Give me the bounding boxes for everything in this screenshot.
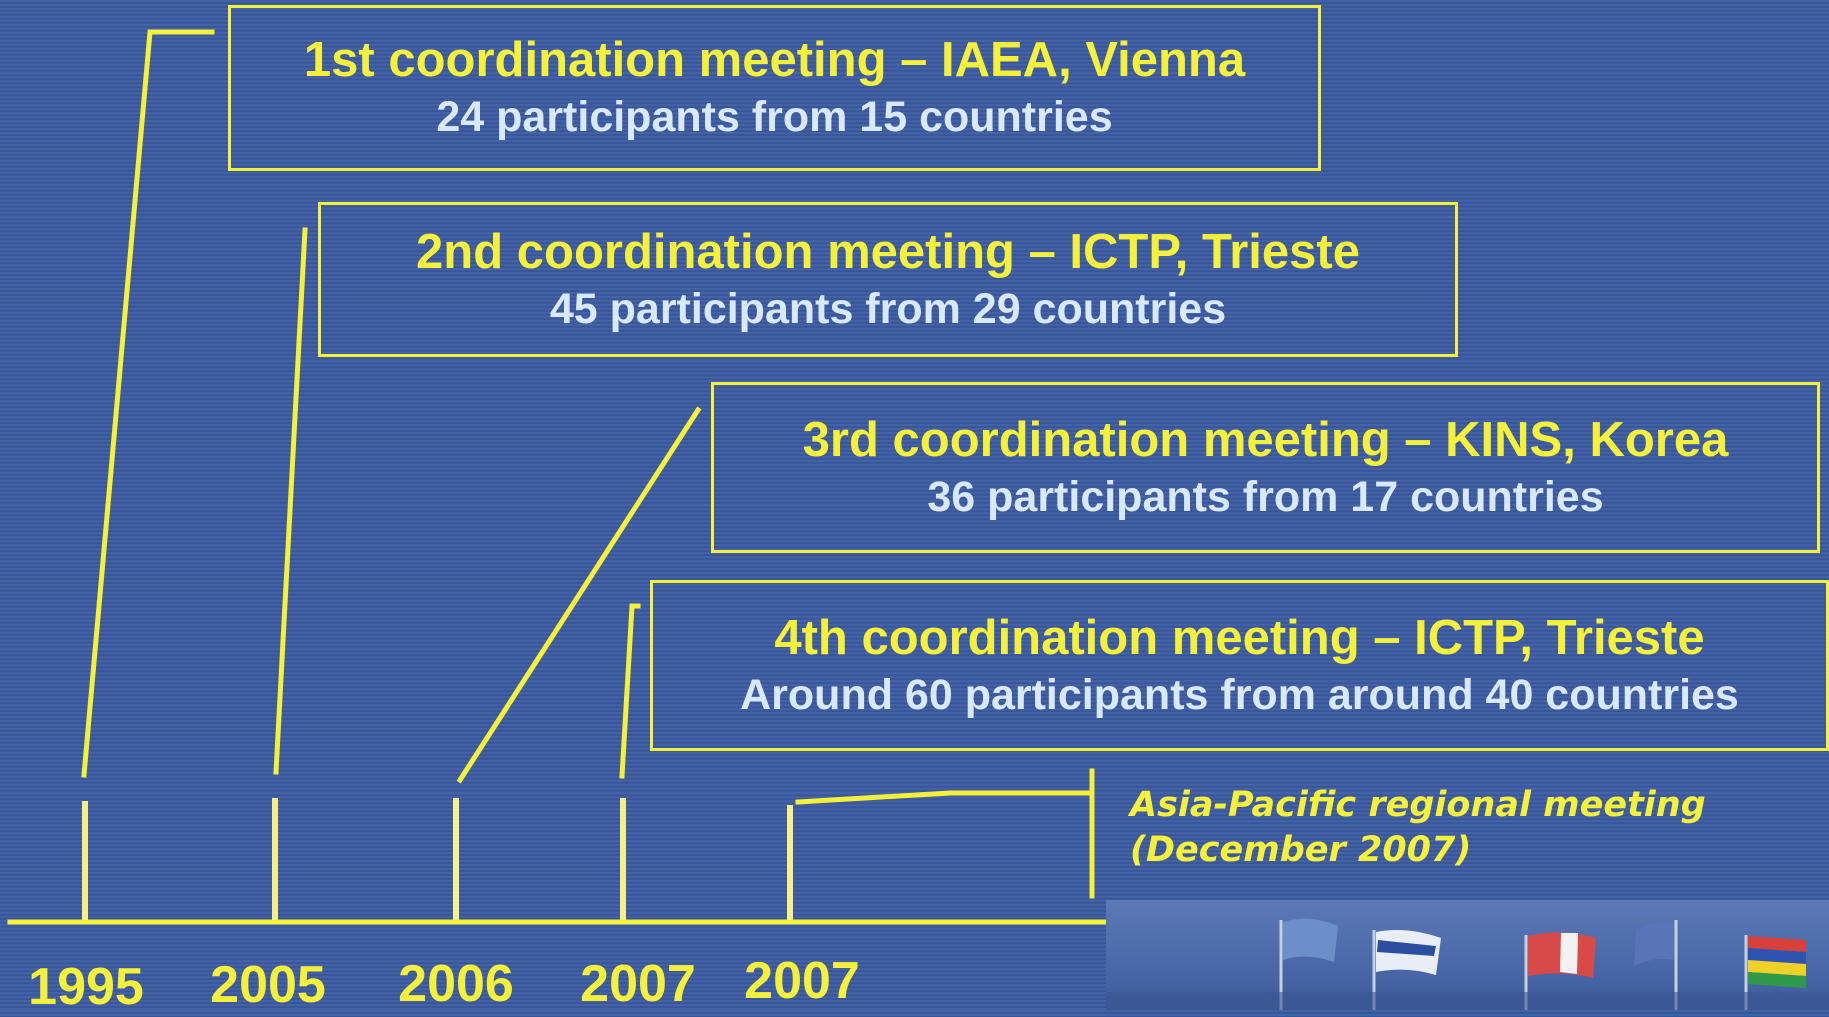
year-label-2007-a: 2007 — [580, 955, 696, 1013]
meeting-box-4: 4th coordination meeting – ICTP, Trieste… — [650, 580, 1829, 751]
regional-meeting-date: (December 2007) — [1130, 830, 1472, 870]
meeting-detail: 45 participants from 29 countries — [549, 284, 1227, 333]
connector-1995 — [81, 29, 215, 778]
meeting-box-2: 2nd coordination meeting – ICTP, Trieste… — [318, 202, 1458, 357]
meeting-detail: 24 participants from 15 countries — [436, 93, 1113, 141]
flag — [1748, 936, 1806, 952]
regional-meeting-note: Asia-Pacific regional meeting (December … — [1130, 783, 1706, 873]
flag — [1634, 922, 1674, 966]
connector-2007-b — [795, 790, 1095, 805]
meeting-title: 4th coordination meeting – ICTP, Trieste — [774, 610, 1705, 665]
regional-meeting-title: Asia-Pacific regional meeting — [1130, 785, 1706, 825]
year-label-2005: 2005 — [210, 956, 326, 1014]
flags-photo — [1106, 900, 1829, 1010]
meeting-box-3: 3rd coordination meeting – KINS, Korea 3… — [711, 382, 1820, 553]
connector-2005 — [273, 227, 308, 775]
flag — [1377, 940, 1436, 956]
connector-2006 — [456, 406, 702, 784]
meeting-detail: Around 60 participants from around 40 co… — [740, 670, 1739, 719]
year-label-1995: 1995 — [28, 958, 144, 1016]
meeting-title: 2nd coordination meeting – ICTP, Trieste — [416, 224, 1360, 279]
meeting-title: 1st coordination meeting – IAEA, Vienna — [303, 33, 1246, 87]
meeting-detail: 36 participants from 17 countries — [927, 472, 1604, 521]
flag — [1748, 972, 1806, 988]
meeting-box-1: 1st coordination meeting – IAEA, Vienna … — [228, 5, 1321, 171]
flag — [1748, 960, 1806, 976]
year-label-2007-b: 2007 — [744, 952, 860, 1010]
year-label-2006: 2006 — [398, 955, 514, 1013]
photo-ground — [1106, 992, 1829, 1010]
flag — [1283, 918, 1338, 962]
meeting-title: 3rd coordination meeting – KINS, Korea — [802, 412, 1729, 467]
flag — [1748, 948, 1806, 964]
flag — [1560, 933, 1578, 974]
connector-2007-a — [619, 603, 641, 779]
